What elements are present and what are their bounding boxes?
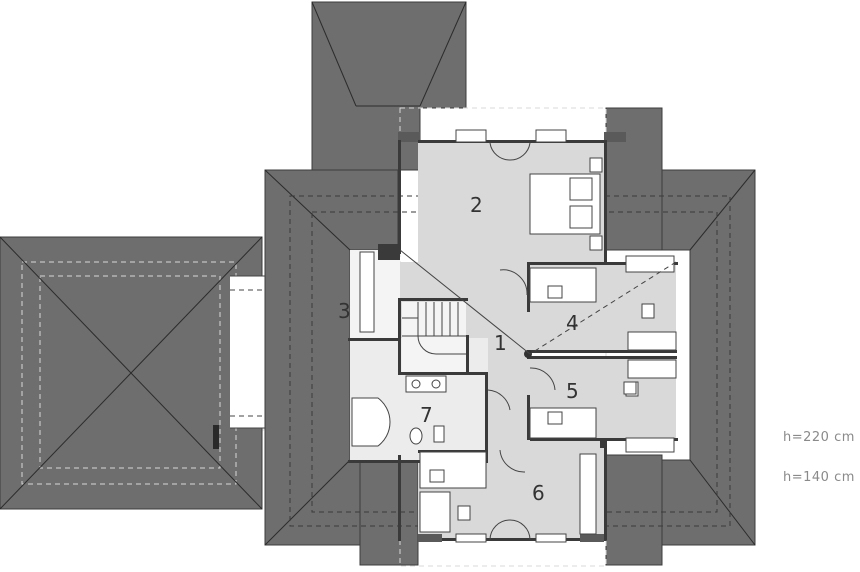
room-label-1: 1	[494, 331, 507, 355]
windows	[455, 129, 567, 543]
wardrobes	[359, 251, 675, 535]
walls	[348, 132, 678, 542]
doors	[487, 142, 556, 541]
room-label-3: 3	[338, 299, 351, 323]
room-3-floor	[350, 250, 400, 338]
bed-room-4	[529, 267, 677, 351]
hall-details	[399, 249, 677, 358]
room-labels: 2 1 3 4 5 6 7	[338, 193, 579, 505]
stair-treads	[402, 302, 466, 355]
garage-roof	[0, 236, 263, 510]
room-label-7: 7	[420, 403, 433, 427]
main-roof	[264, 1, 756, 567]
bathroom-fixtures	[351, 375, 637, 447]
room-label-6: 6	[532, 481, 545, 505]
room-label-4: 4	[566, 311, 579, 335]
legend-height-140: h=140 cm	[783, 470, 855, 485]
double-bed-room-2	[529, 157, 603, 251]
room-label-2: 2	[470, 193, 483, 217]
room-label-5: 5	[566, 379, 579, 403]
bed-room-6	[419, 451, 487, 533]
legend-height-220: h=220 cm	[783, 430, 855, 445]
